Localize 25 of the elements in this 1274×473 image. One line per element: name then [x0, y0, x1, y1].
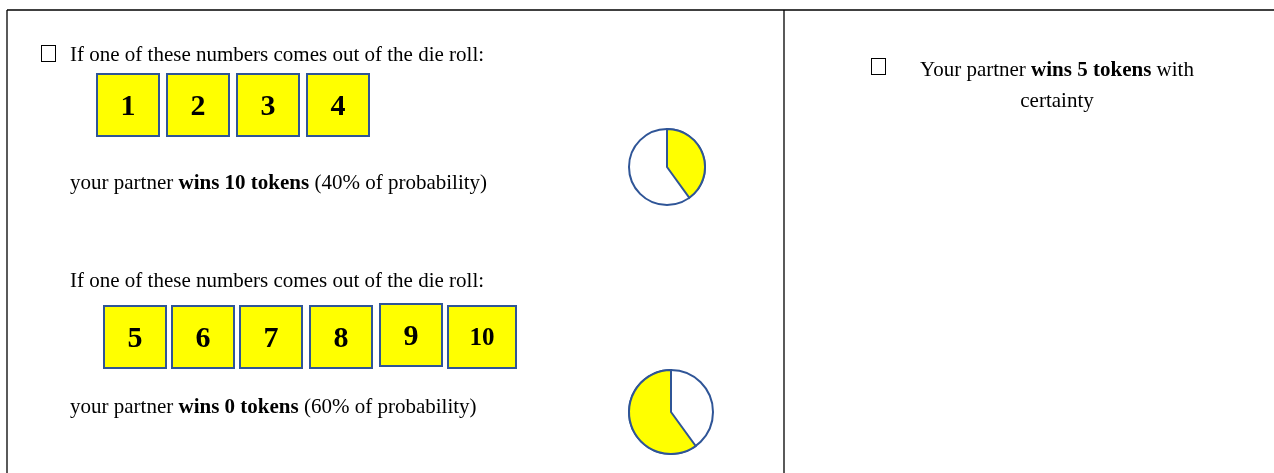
number-tile — [96, 73, 160, 137]
number-tile — [103, 305, 167, 369]
number-tile — [239, 305, 303, 369]
tile-number: 10 — [469, 323, 495, 351]
question-text: your partner wins 0 tokens (60% of probability) — [70, 394, 477, 419]
tile-number: 8 — [333, 320, 349, 354]
question-text: If one of these numbers comes out of the die roll: — [70, 268, 485, 293]
tile-number: 6 — [195, 320, 211, 354]
tile-number: 4 — [330, 88, 346, 122]
tile-number: 3 — [260, 88, 276, 122]
number-tile — [379, 303, 443, 367]
number-tile — [236, 73, 300, 137]
tile-number: 2 — [190, 88, 206, 122]
number-tile — [171, 305, 235, 369]
tile-number: 7 — [263, 320, 279, 354]
tile-number: 9 — [403, 318, 419, 352]
number-tile — [306, 73, 370, 137]
number-tile — [309, 305, 373, 369]
question-text: If one of these numbers comes out of the die roll: — [70, 42, 485, 67]
number-tile — [166, 73, 230, 137]
question-text: your partner wins 10 tokens (40% of probability) — [70, 170, 488, 195]
tile-number: 1 — [120, 88, 136, 122]
tile-number: 5 — [127, 320, 143, 354]
number-tile — [447, 305, 517, 369]
question-text: Your partner wins 5 tokens with certainty — [919, 56, 1195, 114]
